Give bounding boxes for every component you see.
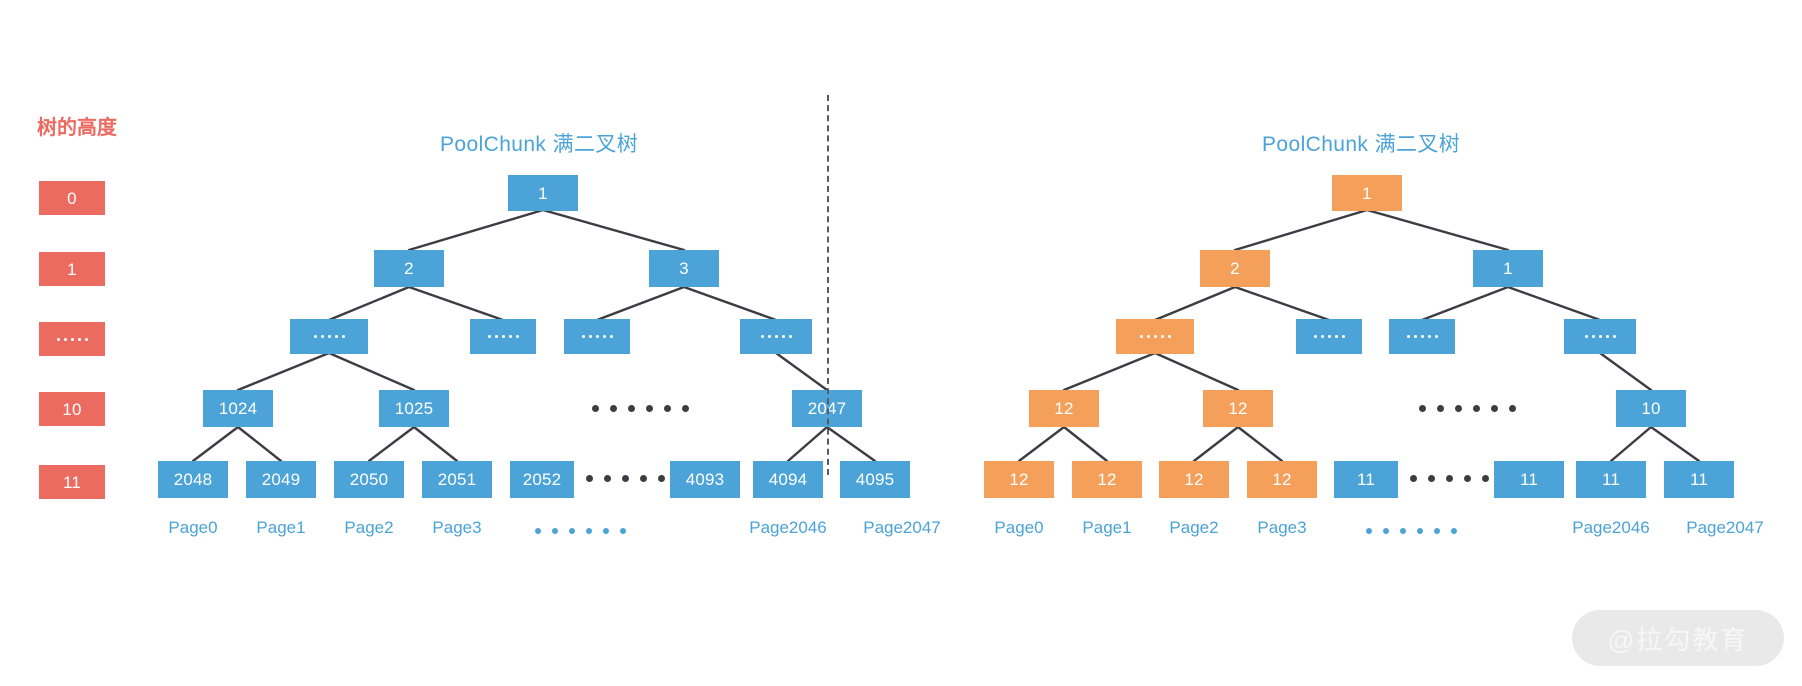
right-node-mid-d: [1564, 319, 1636, 354]
right-page-label-2: Page2: [1169, 518, 1219, 537]
left-leaf-2049: 2049: [246, 461, 316, 498]
right-leaf-ellipsis: [1410, 475, 1507, 482]
legend-level-1: 1: [39, 252, 105, 286]
left-leaf-2050: 2050: [334, 461, 404, 498]
node-ellipsis-dots: [1406, 335, 1438, 338]
right-node-d10-a: 12: [1029, 390, 1099, 427]
right-node-mid-a: [1116, 319, 1194, 354]
right-page-label-2046: Page2046: [1572, 518, 1650, 537]
right-node-d10-c: 10: [1616, 390, 1686, 427]
node-ellipsis-dots: [1313, 335, 1345, 338]
right-page-label-3: Page3: [1257, 518, 1307, 537]
left-page-label-2046: Page2046: [749, 518, 827, 537]
left-leaf-4095: 4095: [840, 461, 910, 498]
left-page-label-1: Page1: [256, 518, 306, 537]
right-node-mid-c: [1389, 319, 1455, 354]
left-page-label-2: Page2: [344, 518, 394, 537]
left-leaf-2051: 2051: [422, 461, 492, 498]
legend-level-0: 0: [39, 181, 105, 215]
left-page-label-0: Page0: [168, 518, 218, 537]
left-leaf-ellipsis: [586, 475, 683, 482]
left-depth10-ellipsis: [592, 405, 689, 412]
left-node-1024: 1024: [203, 390, 273, 427]
left-node-1: 1: [508, 175, 578, 211]
node-ellipsis-dots: [313, 335, 345, 338]
right-depth10-ellipsis: [1419, 405, 1516, 412]
right-leaf-7: 11: [1664, 461, 1734, 498]
right-node-root: 1: [1332, 175, 1402, 211]
left-page-label-3: Page3: [432, 518, 482, 537]
left-node-2: 2: [374, 250, 444, 287]
right-page-ellipsis: [1366, 528, 1457, 534]
watermark-badge: @拉勾教育: [1572, 610, 1784, 666]
left-page-label-2047: Page2047: [863, 518, 941, 537]
legend-level-10: 10: [39, 392, 105, 426]
right-leaf-6: 11: [1576, 461, 1646, 498]
left-node-mid-c: [564, 319, 630, 354]
node-ellipsis-dots: [1584, 335, 1616, 338]
node-ellipsis-dots: [760, 335, 792, 338]
left-leaf-4093: 4093: [670, 461, 740, 498]
right-node-d1-right: 1: [1473, 250, 1543, 287]
right-tree-title: PoolChunk 满二叉树: [1262, 133, 1461, 156]
legend-level-ellipsis: [39, 322, 105, 356]
node-ellipsis-dots: [487, 335, 519, 338]
left-node-1025: 1025: [379, 390, 449, 427]
right-leaf-1: 12: [1072, 461, 1142, 498]
left-tree-title: PoolChunk 满二叉树: [440, 133, 639, 156]
right-page-label-0: Page0: [994, 518, 1044, 537]
left-leaf-2048: 2048: [158, 461, 228, 498]
left-node-mid-d: [740, 319, 812, 354]
node-ellipsis-dots: [581, 335, 613, 338]
left-page-ellipsis: [535, 528, 626, 534]
legend-level-11: 11: [39, 465, 105, 499]
left-leaf-2052: 2052: [510, 461, 574, 498]
left-node-mid-a: [290, 319, 368, 354]
right-node-mid-b: [1296, 319, 1362, 354]
node-ellipsis-dots: [1139, 335, 1171, 338]
legend-ellipsis-dots: [56, 337, 88, 341]
legend-title: 树的高度: [37, 117, 117, 139]
right-leaf-2: 12: [1159, 461, 1229, 498]
right-leaf-3: 12: [1247, 461, 1317, 498]
vertical-divider: [827, 95, 829, 475]
right-page-label-1: Page1: [1082, 518, 1132, 537]
right-node-d10-b: 12: [1203, 390, 1273, 427]
left-node-mid-b: [470, 319, 536, 354]
right-node-d1-left: 2: [1200, 250, 1270, 287]
right-page-label-2047: Page2047: [1686, 518, 1764, 537]
right-leaf-4: 11: [1334, 461, 1398, 498]
left-node-3: 3: [649, 250, 719, 287]
left-leaf-4094: 4094: [753, 461, 823, 498]
right-leaf-0: 12: [984, 461, 1054, 498]
right-leaf-5: 11: [1494, 461, 1564, 498]
